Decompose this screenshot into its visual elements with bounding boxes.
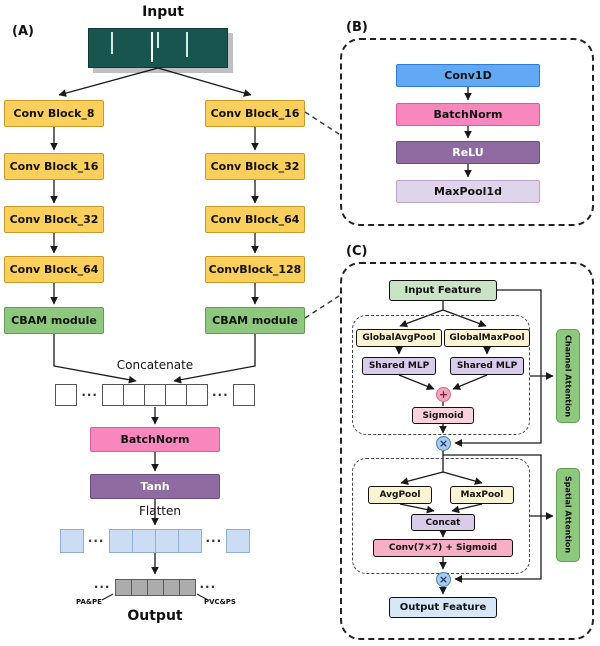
sigmoid-block: Sigmoid	[412, 407, 474, 424]
flatten-square	[177, 529, 202, 553]
output-square	[130, 578, 148, 596]
spectrum-peak	[186, 32, 188, 57]
ellipsis: ···	[212, 388, 229, 402]
ellipsis: ···	[199, 580, 217, 594]
panel-b-label: (B)	[346, 20, 368, 35]
output-square-group	[114, 578, 196, 596]
panel-a-label: (A)	[12, 24, 34, 39]
output-square	[114, 578, 132, 596]
concatenate-label: Concatenate	[116, 358, 194, 372]
channel-attention-tab: Channel Attention	[556, 329, 580, 423]
conv-block-32-left: Conv Block_32	[4, 206, 104, 233]
ellipsis: ···	[205, 534, 223, 548]
flatten-square	[131, 529, 156, 553]
flatten-square	[226, 529, 251, 553]
spectrum-peak	[151, 32, 153, 62]
concat-square	[232, 384, 255, 406]
conv-block-16-left: Conv Block_16	[4, 153, 104, 180]
tanh-block: Tanh	[90, 474, 220, 499]
concat-square	[102, 384, 124, 406]
spatial-multiply-icon: ×	[436, 572, 451, 587]
concat-square	[144, 384, 166, 406]
spectrum-peak	[111, 32, 113, 54]
flatten-square	[154, 529, 179, 553]
output-square	[162, 578, 180, 596]
concat-square	[123, 384, 145, 406]
conv-block-16-right: Conv Block_16	[205, 100, 305, 127]
class-label-pvcps: PVC&PS	[204, 598, 236, 606]
spectrum-peak	[157, 32, 159, 48]
max-pool-block: MaxPool	[450, 486, 514, 504]
concat-feature-row: ··· ···	[40, 383, 270, 407]
panel-b-box	[340, 38, 594, 226]
batchnorm-block-b: BatchNorm	[396, 103, 540, 126]
conv-block-128: ConvBlock_128	[205, 256, 305, 283]
panel-link-dashed-lines	[304, 111, 340, 319]
output-square	[178, 578, 196, 596]
global-max-pool-block: GlobalMaxPool	[444, 329, 530, 347]
avg-pool-block: AvgPool	[368, 486, 432, 504]
concat-square-group	[102, 384, 208, 406]
batchnorm-block: BatchNorm	[90, 427, 220, 452]
relu-block: ReLU	[396, 141, 540, 164]
cbam-module-left: CBAM module	[4, 307, 104, 334]
conv-block-8: Conv Block_8	[4, 100, 104, 127]
panel-c-label: (C)	[346, 244, 368, 259]
class-label-pape: PA&PE	[76, 598, 102, 606]
spatial-attention-tab: Spatial Attention	[556, 468, 580, 562]
concat-square	[55, 384, 78, 406]
flatten-label: Flatten	[139, 504, 181, 518]
output-square	[146, 578, 164, 596]
ellipsis: ···	[87, 534, 105, 548]
concat-block: Concat	[411, 514, 475, 531]
input-spectrum-image	[88, 28, 228, 68]
conv-block-64-left: Conv Block_64	[4, 256, 104, 283]
panel-c-box	[340, 262, 594, 640]
maxpool1d-block: MaxPool1d	[396, 180, 540, 203]
shared-mlp-right-block: Shared MLP	[450, 357, 524, 375]
conv-block-64-right: Conv Block_64	[205, 206, 305, 233]
flatten-feature-row: ··· ···	[40, 528, 270, 554]
output-class-row: ··· ···	[40, 578, 270, 596]
conv1d-block: Conv1D	[396, 64, 540, 87]
channel-multiply-icon: ×	[436, 436, 451, 451]
channel-attention-box	[352, 315, 530, 435]
flatten-square	[108, 529, 133, 553]
output-feature-block: Output Feature	[389, 597, 497, 618]
conv-block-32-right: Conv Block_32	[205, 153, 305, 180]
concat-square	[186, 384, 208, 406]
concat-square	[165, 384, 187, 406]
input-label: Input	[142, 4, 184, 20]
cbam-module-right: CBAM module	[205, 307, 305, 334]
ellipsis: ···	[93, 580, 111, 594]
flatten-square-group	[108, 529, 202, 553]
shared-mlp-left-block: Shared MLP	[362, 357, 436, 375]
global-avg-pool-block: GlobalAvgPool	[356, 329, 442, 347]
ellipsis: ···	[81, 388, 98, 402]
output-label: Output	[127, 608, 183, 624]
conv7x7-sigmoid-block: Conv(7×7) + Sigmoid	[373, 539, 513, 557]
input-feature-block: Input Feature	[389, 280, 497, 301]
elementwise-add-icon: +	[436, 387, 451, 402]
flatten-square	[59, 529, 84, 553]
